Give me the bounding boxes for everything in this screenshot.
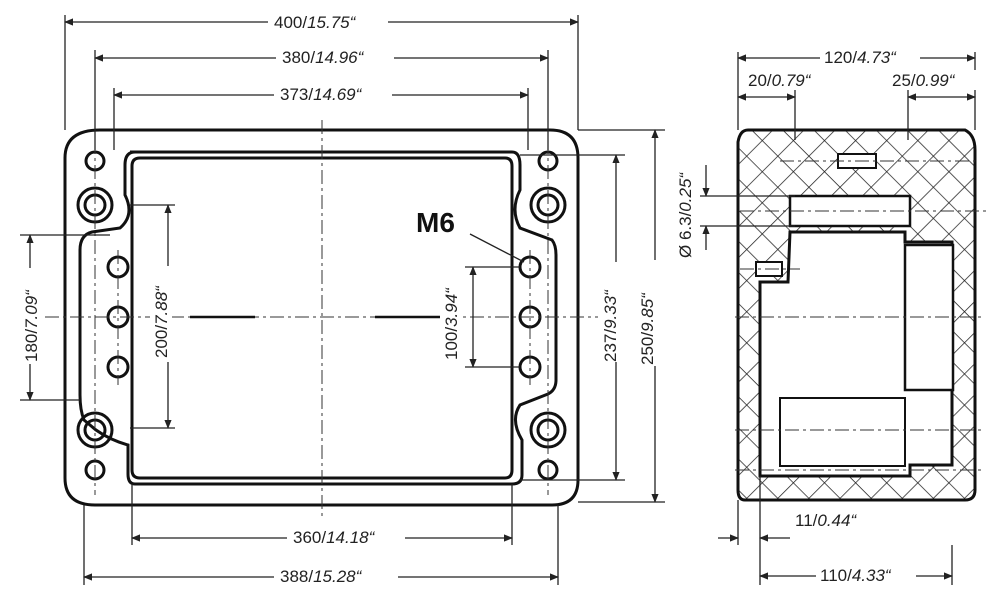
svg-text:11/0.44“: 11/0.44“ bbox=[795, 511, 857, 530]
dimension-250: 250/9.85“ bbox=[578, 129, 665, 503]
dimension-200: 200/7.88“ bbox=[130, 204, 175, 429]
dimension-400: 400/15.75“ bbox=[64, 12, 579, 130]
dim-180-value: 180/ bbox=[22, 329, 41, 362]
dim-110-value: 110/ bbox=[820, 566, 852, 585]
hole-small bbox=[84, 459, 106, 481]
dim-diameter-value: Ø 6.3/ bbox=[676, 211, 695, 258]
dimension-388: 388/15.28“ bbox=[83, 505, 559, 586]
dim-200-value: 200/ bbox=[152, 325, 171, 358]
dimension-237: 237/9.33“ bbox=[520, 154, 625, 481]
dim-20-inch: 0.79“ bbox=[772, 71, 812, 90]
dim-180-inch: 7.09“ bbox=[22, 289, 41, 329]
dimension-100: 100/3.94“ bbox=[440, 266, 520, 368]
svg-text:400/15.75“: 400/15.75“ bbox=[274, 13, 357, 32]
dimension-25: 25/0.99“ bbox=[890, 70, 980, 140]
front-opening bbox=[130, 156, 514, 480]
svg-text:110/4.33“: 110/4.33“ bbox=[820, 566, 892, 585]
dim-237-value: 237/ bbox=[601, 329, 620, 362]
dim-120-inch: 4.73“ bbox=[857, 48, 897, 67]
svg-text:180/7.09“: 180/7.09“ bbox=[22, 289, 41, 362]
dim-373-inch: 14.69“ bbox=[313, 85, 363, 104]
thread-label-m6: M6 bbox=[416, 207, 455, 238]
svg-text:120/4.73“: 120/4.73“ bbox=[824, 48, 897, 67]
dim-360-inch: 14.18“ bbox=[326, 528, 376, 547]
dimension-380: 380/14.96“ bbox=[94, 47, 549, 150]
dim-110-inch: 4.33“ bbox=[852, 566, 892, 585]
svg-text:237/9.33“: 237/9.33“ bbox=[601, 289, 620, 362]
front-view: 400/15.75“ 380/14.96“ 373/14.69“ 360/14.… bbox=[20, 12, 665, 586]
dim-200-inch: 7.88“ bbox=[152, 285, 171, 325]
side-bottom-block bbox=[779, 397, 906, 467]
dimension-11: 11/0.44“ bbox=[718, 476, 876, 545]
dim-25-value: 25/ bbox=[892, 71, 916, 90]
svg-text:20/0.79“: 20/0.79“ bbox=[748, 71, 812, 90]
dim-380-inch: 14.96“ bbox=[315, 48, 365, 67]
dimension-110: 110/4.33“ bbox=[759, 545, 953, 585]
dim-25-inch: 0.99“ bbox=[916, 71, 956, 90]
svg-text:388/15.28“: 388/15.28“ bbox=[280, 567, 363, 586]
dimension-373: 373/14.69“ bbox=[113, 84, 529, 150]
dim-400-value: 400/ bbox=[274, 13, 307, 32]
dim-20-value: 20/ bbox=[748, 71, 772, 90]
dim-373-value: 373/ bbox=[280, 85, 313, 104]
dim-380-value: 380/ bbox=[282, 48, 315, 67]
dim-250-inch: 9.85“ bbox=[638, 292, 657, 332]
dimension-20: 20/0.79“ bbox=[737, 70, 836, 140]
dimension-180: 180/7.09“ bbox=[20, 234, 110, 401]
dim-11-inch: 0.44“ bbox=[817, 511, 857, 530]
dim-250-value: 250/ bbox=[638, 332, 657, 365]
dim-11-value: 11/ bbox=[795, 511, 818, 530]
svg-text:100/3.94“: 100/3.94“ bbox=[442, 287, 461, 360]
dim-237-inch: 9.33“ bbox=[601, 289, 620, 329]
flange-inner-frame bbox=[78, 150, 558, 486]
dim-100-inch: 3.94“ bbox=[442, 287, 461, 327]
hole-small bbox=[537, 459, 559, 481]
dim-400-inch: 15.75“ bbox=[307, 13, 357, 32]
center-lines bbox=[45, 120, 600, 520]
svg-text:373/14.69“: 373/14.69“ bbox=[280, 85, 363, 104]
svg-text:Ø 6.3/0.25“: Ø 6.3/0.25“ bbox=[676, 172, 695, 258]
svg-text:250/9.85“: 250/9.85“ bbox=[638, 292, 657, 365]
dim-360-value: 360/ bbox=[293, 528, 326, 547]
dim-100-value: 100/ bbox=[442, 327, 461, 360]
m6-leader-line bbox=[469, 233, 525, 263]
svg-text:380/14.96“: 380/14.96“ bbox=[282, 48, 365, 67]
dimension-diameter: Ø 6.3/0.25“ bbox=[674, 150, 795, 260]
dimension-120: 120/4.73“ bbox=[737, 47, 976, 130]
dim-120-value: 120/ bbox=[824, 48, 857, 67]
svg-text:200/7.88“: 200/7.88“ bbox=[152, 285, 171, 358]
flange-outline bbox=[63, 128, 580, 507]
dim-388-value: 388/ bbox=[280, 567, 313, 586]
dim-diameter-inch: 0.25“ bbox=[676, 172, 695, 212]
dim-388-inch: 15.28“ bbox=[313, 567, 363, 586]
side-view: 120/4.73“ 20/0.79“ 25/0.99“ Ø 6.3/0.25“ bbox=[674, 47, 990, 585]
dimension-360: 360/14.18“ bbox=[131, 484, 513, 547]
svg-text:360/14.18“: 360/14.18“ bbox=[293, 528, 376, 547]
svg-text:25/0.99“: 25/0.99“ bbox=[892, 71, 956, 90]
